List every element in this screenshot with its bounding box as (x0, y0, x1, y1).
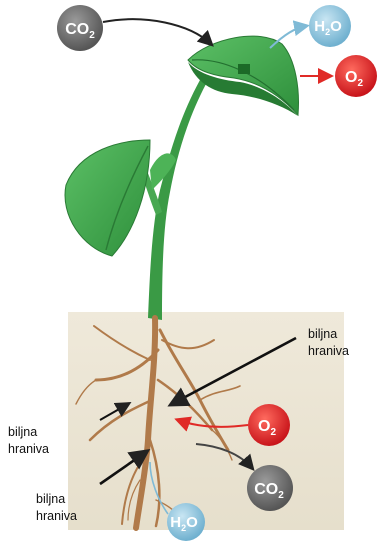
co2-root-bubble: CO2 (247, 465, 293, 511)
co2-top-bubble: CO2 (57, 5, 103, 51)
o2-root-bubble: O2 (248, 404, 290, 446)
h2o-top-bubble: H2O (309, 5, 351, 47)
co2-in-arrow (103, 19, 211, 44)
nutrients-label-right-line1: biljna (308, 326, 349, 343)
nutrients-label-bottom: biljna hraniva (36, 491, 77, 525)
nutrients-label-left: biljna hraniva (8, 424, 49, 458)
h2o-root-bubble: H2O (167, 503, 205, 541)
o2-top-bubble: O2 (335, 55, 377, 97)
nutrients-label-left-line1: biljna (8, 424, 49, 441)
nutrients-label-left-line2: hraniva (8, 441, 49, 458)
stoma-spot (238, 64, 250, 74)
nutrients-label-right: biljna hraniva (308, 326, 349, 360)
nutrients-label-bottom-line1: biljna (36, 491, 77, 508)
nutrients-label-bottom-line2: hraniva (36, 508, 77, 525)
nutrients-label-right-line2: hraniva (308, 343, 349, 360)
left-leaf (65, 140, 150, 256)
